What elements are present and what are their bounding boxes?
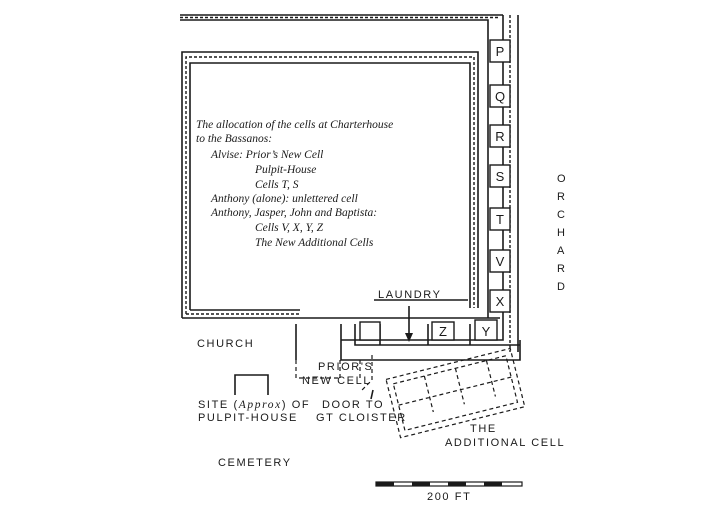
cell-z-box: [431, 321, 455, 341]
laundry-label: LAUNDRY: [378, 289, 442, 301]
orchard-letter: H: [557, 227, 567, 239]
cell-r: R: [495, 129, 504, 144]
orchard-letter: D: [557, 281, 567, 293]
cell-t-box: [489, 207, 511, 231]
outer-wall: [180, 14, 519, 352]
note-line-7: Anthony, Jasper, John and Baptista:: [210, 207, 377, 219]
additional-cell-label-2: ADDITIONAL CELL: [445, 437, 565, 449]
pulpit-house-site: [234, 374, 269, 395]
note-line-4: Pulpit-House: [254, 164, 316, 176]
allocation-note: The allocation of the cells at Charterho…: [196, 119, 393, 249]
cell-v-box: [489, 249, 511, 273]
cloister-wall: [181, 51, 479, 319]
scale-bar: 200 FT: [375, 481, 523, 503]
cell-x: X: [496, 294, 505, 309]
note-line-5: Cells T, S: [255, 179, 299, 191]
orchard-letter: O: [557, 173, 567, 185]
cell-v: V: [496, 254, 505, 269]
door-arrow: [370, 389, 374, 400]
orchard-letter: A: [557, 245, 566, 257]
great-cloister-label: GT CLOISTER: [316, 412, 407, 424]
cell-p-box: [489, 39, 511, 63]
cell-s-box: [489, 164, 511, 188]
note-line-1: The allocation of the cells at Charterho…: [196, 119, 393, 131]
church-label: CHURCH: [197, 338, 254, 350]
cemetery-label: CEMETERY: [218, 457, 292, 469]
cell-x-box: [489, 289, 511, 313]
unlettered-cell-box: [359, 321, 381, 341]
orchard-letter: R: [557, 263, 567, 275]
cell-y-box: [474, 319, 498, 341]
site-label: SITE (Approx) OF: [198, 399, 310, 411]
pulpit-house-label: PULPIT-HOUSE: [198, 412, 298, 424]
note-line-6: Anthony (alone): unlettered cell: [210, 193, 358, 205]
site-label-suffix: ) OF: [282, 399, 310, 411]
additional-cell-outline: [385, 347, 526, 439]
note-line-2: to the Bassanos:: [196, 133, 272, 145]
priors-new-cell-outline: [295, 355, 373, 393]
cell-t: T: [496, 212, 504, 227]
orchard-letter: C: [557, 209, 567, 221]
additional-cell-label: THE: [470, 423, 497, 435]
cell-y: Y: [482, 324, 491, 339]
note-line-9: The New Additional Cells: [255, 237, 374, 249]
laundry-pointer: [374, 299, 468, 342]
cell-r-box: [489, 124, 511, 148]
cell-p: P: [496, 44, 505, 59]
cell-column: P Q R S T V X: [489, 39, 511, 313]
cell-q-box: [489, 84, 511, 108]
cell-s: S: [496, 169, 505, 184]
site-label-approx: Approx: [238, 399, 282, 411]
cell-q: Q: [495, 89, 505, 104]
site-label-prefix: SITE (: [198, 399, 239, 411]
bottom-cells: Z Y: [295, 317, 521, 361]
note-line-3: Alvise: Prior’s New Cell: [210, 149, 323, 161]
orchard-label: O R C H A R D: [557, 173, 567, 293]
priors-cell-label-2: NEW CELL: [302, 375, 371, 387]
note-line-8: Cells V, X, Y, Z: [255, 222, 324, 234]
cell-z: Z: [439, 324, 447, 339]
orchard-letter: R: [557, 191, 567, 203]
door-label: DOOR TO: [322, 399, 384, 411]
priors-cell-label: PRIOR'S: [318, 361, 373, 373]
scale-label: 200 FT: [427, 491, 471, 503]
